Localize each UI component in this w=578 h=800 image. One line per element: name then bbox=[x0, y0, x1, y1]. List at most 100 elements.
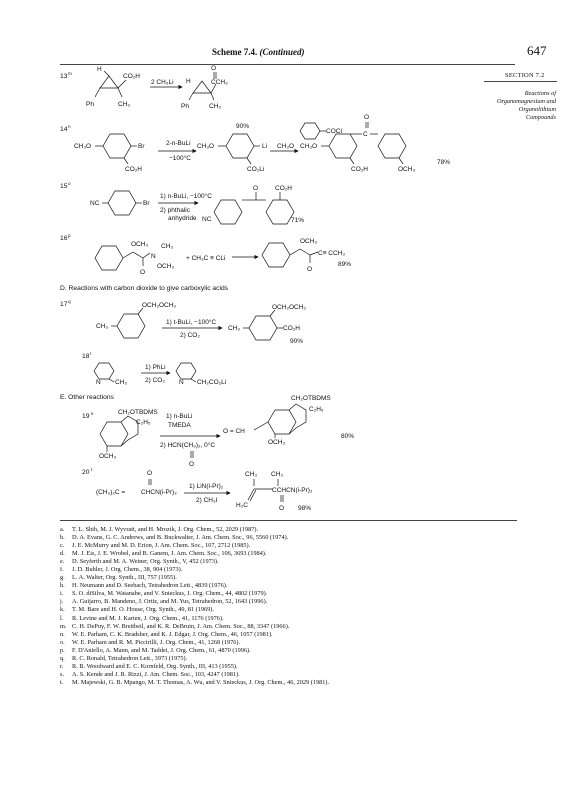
atom-label: O bbox=[364, 114, 369, 121]
footnote-text: T. M. Bare and H. O. House, Org. Synth.,… bbox=[72, 606, 214, 614]
bond bbox=[246, 157, 252, 165]
footnote-text: A. Guijarro, B. Mandeno, J. Ortiz, and M… bbox=[72, 598, 268, 606]
yield-label: 71% bbox=[291, 217, 304, 224]
section-label: SECTION 7.2 bbox=[505, 72, 545, 79]
bond bbox=[247, 488, 255, 501]
footnote-letter: f. bbox=[60, 566, 64, 574]
footnote-letter: m. bbox=[60, 622, 67, 630]
footnote: r. R. B. Woodward and E. C. Kornfeld, Org… bbox=[60, 663, 530, 671]
atom-label: O = CH bbox=[223, 428, 245, 435]
atom-label: CH₃ bbox=[115, 379, 127, 386]
entry-ref: s bbox=[91, 411, 94, 416]
atom-label: Ph bbox=[86, 101, 94, 108]
bond bbox=[117, 79, 127, 89]
entry-number: 13 bbox=[60, 73, 68, 80]
benzene-ring bbox=[99, 421, 129, 447]
benzene-ring bbox=[261, 242, 291, 268]
caption-line: Organolithium bbox=[518, 106, 556, 113]
caption-line: Compounds bbox=[525, 114, 556, 121]
yield-label: 98% bbox=[298, 505, 311, 512]
bond bbox=[123, 157, 129, 165]
footnote: l.R. Levine and M. J. Karten, J. Org. Ch… bbox=[60, 615, 530, 623]
footnote-letter: s. bbox=[60, 670, 65, 678]
atom-label: O bbox=[279, 505, 284, 512]
atom-label: CH₃ bbox=[271, 471, 283, 478]
footnote: p.F. D'Aniello, A. Mann, and M. Taddei, … bbox=[60, 647, 530, 655]
entry-14: 14 n CH₃O Br CO₂H 2-n-BuLi −100°C CH₃O L… bbox=[60, 114, 450, 173]
atom-label: O bbox=[307, 266, 312, 273]
entry-ref: n bbox=[68, 124, 71, 129]
footnote-letter: a. bbox=[60, 526, 65, 533]
footnote-text: J. D. Buhler, J. Org. Chem., 38, 904 (19… bbox=[72, 566, 183, 574]
reagent-label: 1) n-BuLi, −100°C bbox=[160, 192, 212, 200]
reagent-label: + CH₃C ≡ CLi bbox=[186, 255, 226, 262]
atom-label: N bbox=[179, 379, 184, 386]
atom-label: OCH₃ bbox=[157, 263, 174, 270]
reagent-label: 2) CH₃I bbox=[196, 497, 218, 504]
entry-15: 15 o NC Br 1) n-BuLi, −100°C 2) phthalic… bbox=[60, 181, 304, 225]
footnote-text: L. A. Walter, Org. Synth., III, 757 (195… bbox=[72, 574, 177, 582]
benzene-ring bbox=[265, 199, 295, 225]
cyclopropane-ring bbox=[99, 75, 119, 89]
footnote: n.W. E. Parham, C. K. Bradsher, and K. J… bbox=[60, 631, 530, 639]
atom-label: CO₂H bbox=[275, 185, 292, 192]
atom-label: CH₃ bbox=[245, 471, 257, 478]
footnote-letter: l. bbox=[60, 614, 64, 622]
entry-20: 20 t O (CH₃)₂C = CHCN(i-Pr)₂ 1) LiN(i-Pr… bbox=[82, 467, 313, 512]
footnote-letter: r. bbox=[60, 662, 64, 670]
bond bbox=[210, 83, 217, 94]
footnote: a. T. L. Shih, M. J. Wyvratt, and H. Mroz… bbox=[60, 526, 530, 534]
atom-label: CHCN(i-Pr)₂ bbox=[141, 489, 177, 496]
benzene-ring bbox=[248, 315, 278, 341]
section-caption: Reactions of Organomagnesium and Organol… bbox=[470, 90, 556, 122]
atom-label: OCH₃ bbox=[300, 238, 317, 245]
cyclohexene-ring bbox=[120, 415, 139, 447]
footnote: h. H. Neumann and D. Seebach, Tetrahedron… bbox=[60, 582, 530, 590]
atom-label: NC bbox=[202, 216, 212, 223]
benzene-ring bbox=[107, 190, 137, 216]
atom-label: H₂C bbox=[236, 502, 248, 509]
bond bbox=[299, 248, 311, 256]
footnote-text: T. L. Shih, M. J. Wyvratt, and H. Mrozik… bbox=[72, 526, 259, 533]
entry-ref: q bbox=[68, 299, 71, 304]
reagent-label: 1) n-BuLi bbox=[166, 413, 192, 420]
footnote-letter: h. bbox=[60, 582, 65, 590]
entry-number: 15 bbox=[60, 183, 68, 190]
atom-label: O bbox=[211, 65, 216, 72]
bond bbox=[122, 251, 134, 259]
atom-label: OCH₃ bbox=[99, 453, 116, 460]
footnote-letter: j. bbox=[60, 598, 64, 606]
reagent-label: 2) HCN(CH₃)₂, 0°C bbox=[160, 441, 215, 449]
atom-label: CH₂OTBDMS bbox=[291, 395, 331, 402]
atom-label: CH₃ bbox=[96, 323, 108, 330]
reagent-label: 2-n-BuLi bbox=[166, 140, 191, 147]
footnote: q.R. C. Ronald, Tetrahedron Lett., 3973 … bbox=[60, 655, 530, 663]
yield-label: 90% bbox=[236, 123, 249, 130]
footnote-letter: t. bbox=[60, 678, 64, 686]
footnote: c.J. E. McMurry and M. D. Erion, J. Am. … bbox=[60, 542, 530, 550]
yield-label: 89% bbox=[338, 261, 351, 268]
footnote-text: F. D'Aniello, A. Mann, and M. Taddei, J.… bbox=[72, 646, 251, 654]
footnotes: a. T. L. Shih, M. J. Wyvratt, and H. Mroz… bbox=[60, 526, 530, 687]
atom-label: CO₂Li bbox=[247, 166, 264, 173]
atom-label: CH₂CO₂Li bbox=[197, 379, 226, 386]
bond bbox=[103, 70, 110, 77]
benzene-ring bbox=[116, 313, 146, 339]
benzene-ring bbox=[267, 409, 297, 435]
atom-label: (CH₃)₂C = bbox=[96, 489, 125, 496]
atom-label: C₂H₅ bbox=[136, 419, 151, 426]
bond bbox=[309, 251, 319, 256]
atom-label: N bbox=[151, 253, 156, 260]
footnote-text: H. Neumann and D. Seebach, Tetrahedron L… bbox=[72, 582, 228, 590]
atom-label: CH₃ bbox=[161, 243, 173, 250]
footnote-rule bbox=[60, 520, 517, 521]
footnote-text: R. B. Woodward and E. C. Kornfeld, Org. … bbox=[72, 662, 238, 670]
atom-label: Br bbox=[143, 200, 150, 207]
atom-label: CCH₃ bbox=[211, 79, 228, 86]
bond bbox=[190, 378, 197, 383]
entry-number: 17 bbox=[60, 301, 68, 308]
footnote: k.T. M. Bare and H. O. House, Org. Synth… bbox=[60, 606, 530, 614]
footnote-text: W. E. Parham, C. K. Bradsher, and K. J. … bbox=[72, 630, 273, 638]
footnote: e.D. Seyferth and M. A. Weiner, Org. Syn… bbox=[60, 558, 530, 566]
